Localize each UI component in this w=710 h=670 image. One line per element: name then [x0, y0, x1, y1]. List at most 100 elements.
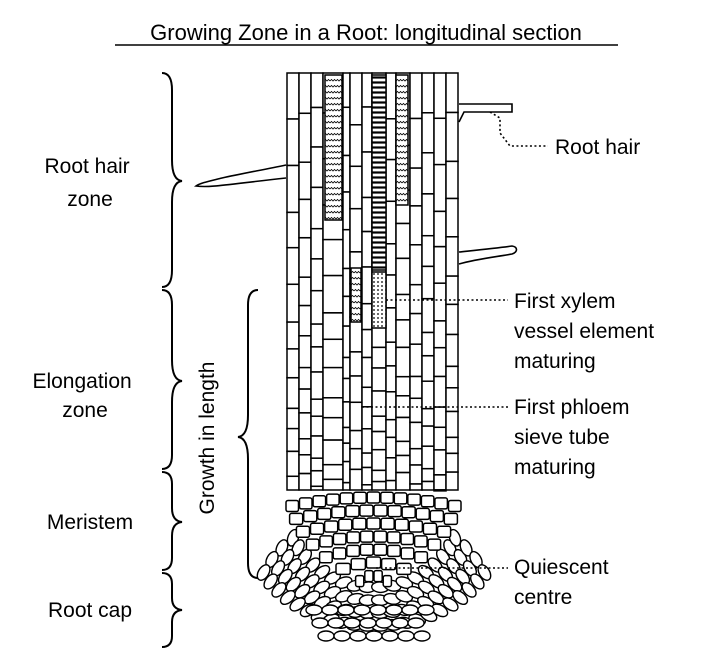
body-cell [361, 452, 373, 469]
body-cell [342, 72, 351, 109]
body-cell [310, 72, 324, 109]
root-cap-cell [407, 617, 425, 629]
body-cell [361, 428, 373, 454]
body-cell [310, 371, 324, 400]
body-cell [421, 467, 435, 483]
root-cap-cell [289, 597, 306, 612]
body-cell [421, 425, 435, 447]
body-cell [385, 72, 397, 120]
body-cell [298, 198, 312, 239]
body-cell [409, 343, 423, 378]
root-cap-cell [413, 630, 431, 642]
body-cell [421, 265, 435, 300]
meristem-cell [302, 509, 318, 523]
root-cap-cell [397, 630, 415, 642]
meristem-cell [400, 532, 415, 546]
body-cell [371, 415, 387, 433]
root-hair-right-upper [458, 103, 513, 123]
body-cell [298, 472, 312, 491]
xylem-vessel-mature [371, 74, 387, 271]
body-cell [395, 257, 411, 296]
body-cell [385, 341, 397, 367]
body-cell [322, 463, 344, 481]
body-cell [349, 429, 363, 450]
body-cell [322, 274, 344, 314]
body-cell [286, 118, 300, 167]
body-cell [298, 388, 312, 414]
body-cell [342, 228, 351, 270]
body-cell [421, 407, 435, 427]
body-cell [286, 348, 300, 379]
meristem-cells [285, 491, 462, 588]
body-cell [310, 435, 324, 459]
meristem-cell [434, 497, 449, 510]
body-cell [421, 152, 435, 195]
meristem-cell [386, 544, 401, 558]
meristem-cell [331, 505, 346, 519]
meristem-cell [380, 517, 395, 531]
body-cell [421, 445, 435, 470]
meristem-cell [373, 504, 388, 517]
meristem-cell [350, 557, 367, 571]
body-cell [395, 471, 411, 491]
body-cell [361, 386, 373, 408]
meristem-cell [332, 547, 347, 560]
body-cell [409, 117, 423, 169]
body-cell [421, 234, 435, 268]
body-cell [445, 452, 459, 473]
body-cell [349, 207, 363, 253]
body-cell [322, 238, 344, 277]
body-cell [286, 427, 300, 453]
body-cell [371, 367, 387, 392]
meristem-cell [373, 543, 388, 556]
body-cell [433, 163, 447, 213]
meristem-cell [366, 491, 381, 504]
meristem-cell [318, 550, 333, 564]
body-cell [445, 387, 459, 413]
meristem-cell [365, 556, 382, 569]
root-cap-cell [359, 617, 377, 629]
root-cap-cell [391, 617, 409, 629]
meristem-cell [407, 493, 422, 506]
body-cell [361, 466, 373, 486]
body-cell [385, 457, 397, 482]
meristem-cell [413, 535, 428, 548]
body-cell [433, 406, 447, 429]
body-cell [286, 377, 300, 410]
body-cell [342, 191, 351, 231]
body-cell [286, 283, 300, 323]
body-cell [286, 164, 300, 214]
body-cell [371, 390, 387, 417]
body-cell [409, 283, 423, 315]
body-cell [433, 282, 447, 322]
meristem-label: Meristem [47, 511, 133, 534]
body-cell [310, 323, 324, 348]
body-cell [433, 489, 447, 492]
body-cell [310, 106, 324, 148]
body-cell [409, 72, 423, 120]
meristem-cell [359, 530, 374, 543]
body-cell [322, 338, 344, 369]
meristem-cell [373, 569, 383, 583]
body-cell [298, 454, 312, 475]
body-cell [286, 246, 300, 286]
quiescent-centre-callout: Quiescent centre [514, 556, 614, 609]
body-cell [385, 479, 397, 491]
body-cell [298, 112, 312, 164]
body-cell [433, 245, 447, 284]
body-cell [298, 438, 312, 456]
body-cell [433, 72, 447, 120]
body-cell [445, 410, 459, 439]
body-cell [395, 416, 411, 443]
body-cell [433, 474, 447, 491]
body-cell [409, 421, 423, 450]
meristem-cell [298, 497, 313, 510]
body-cell [349, 468, 363, 491]
meristem-cell [345, 504, 360, 518]
meristem-cell [380, 557, 397, 571]
body-cell [361, 406, 373, 430]
body-cell [286, 475, 300, 491]
meristem-cell [422, 522, 438, 536]
meristem-cell [335, 562, 351, 576]
body-cell [342, 460, 351, 484]
